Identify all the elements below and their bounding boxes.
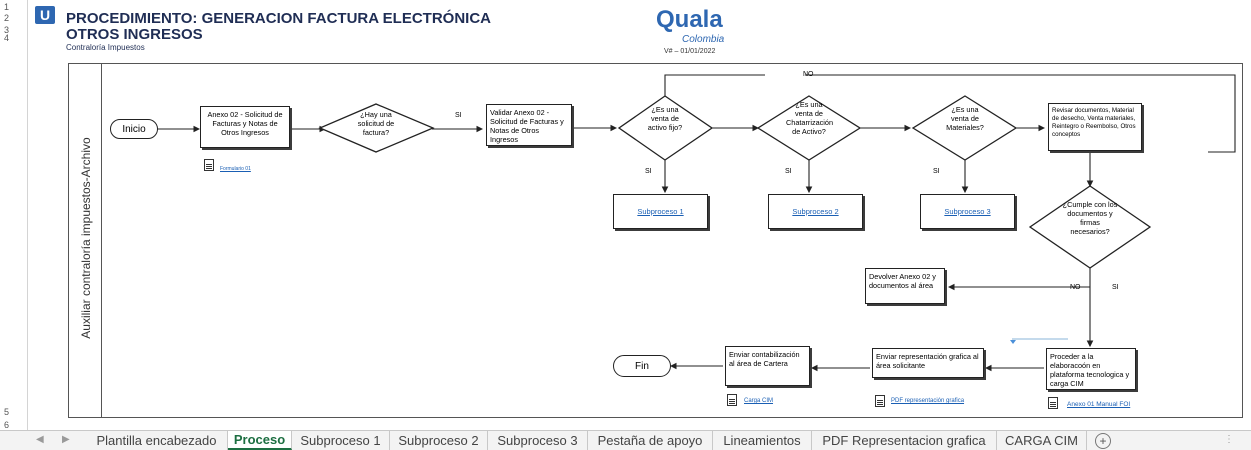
- swimlane: [68, 63, 1243, 418]
- version-label: V# – 01/01/2022: [664, 48, 716, 55]
- document-icon: [727, 394, 737, 406]
- tab-proceso[interactable]: Proceso: [228, 431, 292, 450]
- enviar-representacion-link[interactable]: PDF representación grafica: [891, 398, 965, 404]
- tab-pestana-apoyo[interactable]: Pestaña de apoyo: [588, 431, 713, 450]
- si-label: SI: [645, 168, 652, 175]
- brand-logo: Quala: [656, 6, 723, 33]
- no-label: NO: [803, 71, 814, 78]
- department-subtitle: Contraloría Impuestos: [66, 43, 145, 52]
- row-number[interactable]: 3: [4, 25, 10, 35]
- enviar-contabilizacion-link[interactable]: Carga CIM: [744, 398, 774, 404]
- si-label: SI: [1112, 284, 1119, 291]
- swimlane-header: Auxiliar contraloría impuestos-Archivo: [68, 63, 102, 418]
- devolver-box[interactable]: Devolver Anexo 02 y documentos al área: [865, 268, 945, 304]
- document-icon: [204, 159, 214, 171]
- validar-box[interactable]: Validar Anexo 02 - Solicitud de Facturas…: [486, 104, 572, 146]
- subproceso-3-link[interactable]: Subproceso 3: [944, 207, 991, 216]
- chatarra-decision[interactable]: ¿Es una venta de Chatarrización de Activ…: [786, 100, 834, 136]
- anexo02-box[interactable]: Anexo 02 - Solicitud de Facturas y Notas…: [200, 106, 290, 148]
- row-number[interactable]: 2: [4, 13, 10, 23]
- tab-plantilla-encabezado[interactable]: Plantilla encabezado: [86, 431, 228, 450]
- enviar-contabilizacion-box[interactable]: Enviar contabilización al área de Carter…: [725, 346, 810, 386]
- page-title: PROCEDIMIENTO: GENERACION FACTURA ELECTR…: [66, 10, 492, 27]
- subproceso-1-box[interactable]: Subproceso 1: [613, 194, 708, 229]
- tab-pdf-representacion[interactable]: PDF Representacion grafica: [812, 431, 997, 450]
- tab-subproceso-1[interactable]: Subproceso 1: [292, 431, 390, 450]
- start-terminal[interactable]: Inicio: [110, 119, 158, 139]
- solicitud-decision[interactable]: ¿Hay una solicitud de factura?: [357, 110, 395, 137]
- scroll-left-icon[interactable]: ◀: [36, 434, 44, 445]
- subproceso-2-box[interactable]: Subproceso 2: [768, 194, 863, 229]
- proceder-box[interactable]: Proceder a la elaboracoón en plataforma …: [1046, 348, 1136, 390]
- subproceso-3-box[interactable]: Subproceso 3: [920, 194, 1015, 229]
- more-options-icon[interactable]: ⋮: [1224, 434, 1234, 445]
- add-sheet-icon[interactable]: +: [1095, 433, 1111, 449]
- tab-carga-cim[interactable]: CARGA CIM: [997, 431, 1087, 450]
- enviar-representacion-box[interactable]: Enviar representación grafica al área so…: [872, 348, 984, 378]
- anexo02-link[interactable]: Formulario 01: [220, 166, 251, 172]
- no-label: NO: [1070, 284, 1081, 291]
- row-number[interactable]: 5: [4, 407, 10, 417]
- document-icon: [1048, 397, 1058, 409]
- si-label: SI: [455, 112, 462, 119]
- scroll-right-icon[interactable]: ▶: [62, 434, 70, 445]
- proceder-link[interactable]: Anexo 01 Manual FOI: [1067, 401, 1131, 408]
- tab-subproceso-3[interactable]: Subproceso 3: [488, 431, 588, 450]
- subproceso-2-link[interactable]: Subproceso 2: [792, 207, 839, 216]
- si-label: SI: [785, 168, 792, 175]
- sheet-tab-bar: ◀ ▶ Plantilla encabezado Proceso Subproc…: [0, 430, 1251, 450]
- document-icon: [875, 395, 885, 407]
- tab-subproceso-2[interactable]: Subproceso 2: [390, 431, 488, 450]
- revisar-box[interactable]: Revisar documentos, Material de desecho,…: [1048, 103, 1142, 151]
- activo-decision[interactable]: ¿Es una venta de activo fijo?: [647, 105, 683, 132]
- end-terminal[interactable]: Fin: [613, 355, 671, 377]
- cumple-decision[interactable]: ¿Cumple con los documentos y firmas nece…: [1062, 200, 1118, 236]
- row-number[interactable]: 4: [4, 33, 10, 43]
- row-number[interactable]: 6: [4, 420, 10, 430]
- flow-connectors: [157, 74, 1236, 372]
- materiales-decision[interactable]: ¿Es una venta de Materiales?: [946, 105, 984, 132]
- subproceso-1-link[interactable]: Subproceso 1: [637, 207, 684, 216]
- row-headers: 1 2 3 4 5 6: [0, 0, 28, 430]
- tab-lineamientos[interactable]: Lineamientos: [713, 431, 812, 450]
- page-title-line2: OTROS INGRESOS: [66, 26, 203, 43]
- row-number[interactable]: 1: [4, 2, 10, 12]
- si-label: SI: [933, 168, 940, 175]
- u-turn-logo-icon: U: [35, 6, 55, 24]
- brand-subtitle: Colombia: [682, 34, 725, 45]
